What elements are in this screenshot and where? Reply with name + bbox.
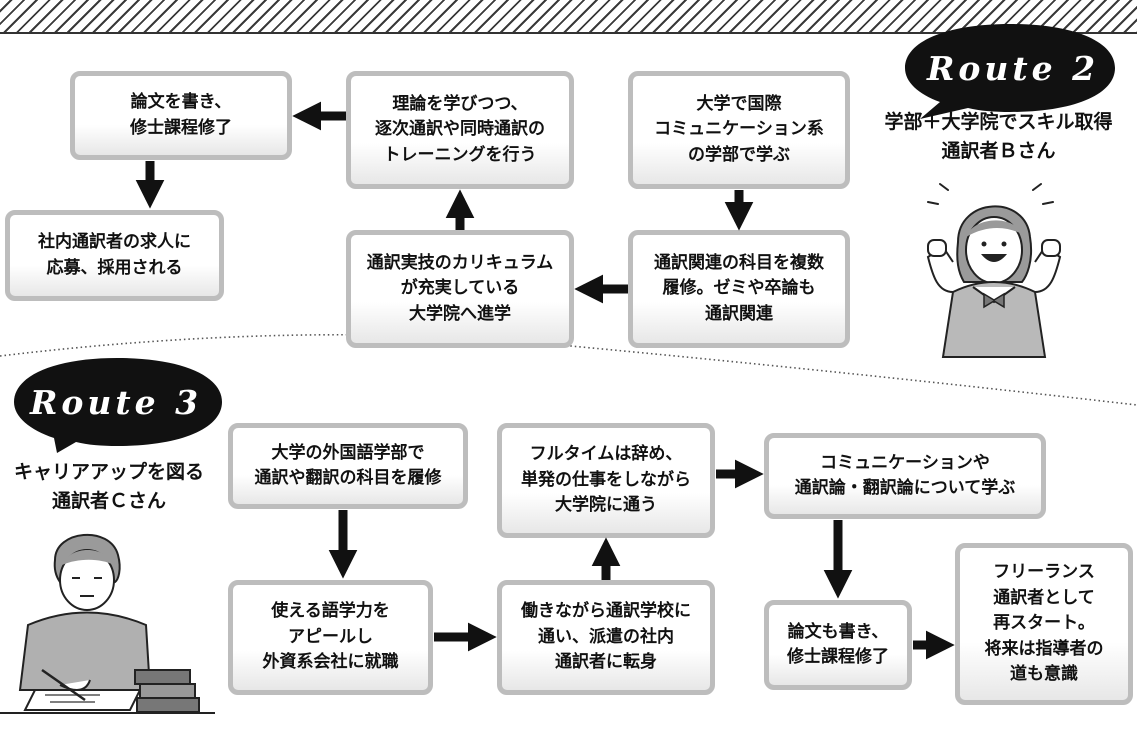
route2-bubble: Route 2 xyxy=(905,24,1115,119)
route2-step-university: 大学で国際 コミュニケーション系 の学部で学ぶ xyxy=(628,71,850,189)
route2-badge-label: Route 2 xyxy=(926,49,1099,88)
woman-illustration xyxy=(926,183,1062,358)
route2-step-graduate-school: 通訳実技のカリキュラム が充実している 大学院へ進学 xyxy=(346,230,574,348)
route3-caption: キャリアアップを図る 通訳者Ｃさん xyxy=(13,461,204,513)
route2-caption: 学部＋大学院でスキル取得 通訳者Ｂさん xyxy=(884,111,1113,163)
route3-badge-label: Route 3 xyxy=(29,383,202,422)
route3-step-study: コミュニケーションや 通訳論・翻訳論について学ぶ xyxy=(764,433,1046,519)
route3-step-foreign-languages: 大学の外国語学部で 通訳や翻訳の科目を履修 xyxy=(228,423,468,509)
route3-step-graduate-school: フルタイムは辞め、 単発の仕事をしながら 大学院に通う xyxy=(497,423,715,538)
route2-step-training: 理論を学びつつ、 逐次通訳や同時通訳の トレーニングを行う xyxy=(346,71,574,189)
route3-step-thesis: 論文も書き、 修士課程修了 xyxy=(764,600,912,690)
route2-step-hired: 社内通訳者の求人に 応募、採用される xyxy=(5,210,224,301)
route3-step-interpreter-school: 働きながら通訳学校に 通い、派遣の社内 通訳者に転身 xyxy=(497,580,715,695)
route3-bubble: Route 3 xyxy=(14,358,222,453)
man-studying-illustration xyxy=(0,533,215,714)
route2-step-thesis: 論文を書き、 修士課程修了 xyxy=(70,71,292,160)
route3-step-freelance: フリーランス 通訳者として 再スタート。 将来は指導者の 道も意識 xyxy=(955,543,1133,705)
route3-step-job: 使える語学力を アピールし 外資系会社に就職 xyxy=(228,580,433,695)
route2-step-courses: 通訳関連の科目を複数 履修。ゼミや卒論も 通訳関連 xyxy=(628,230,850,348)
hatched-top-border xyxy=(0,0,1137,34)
